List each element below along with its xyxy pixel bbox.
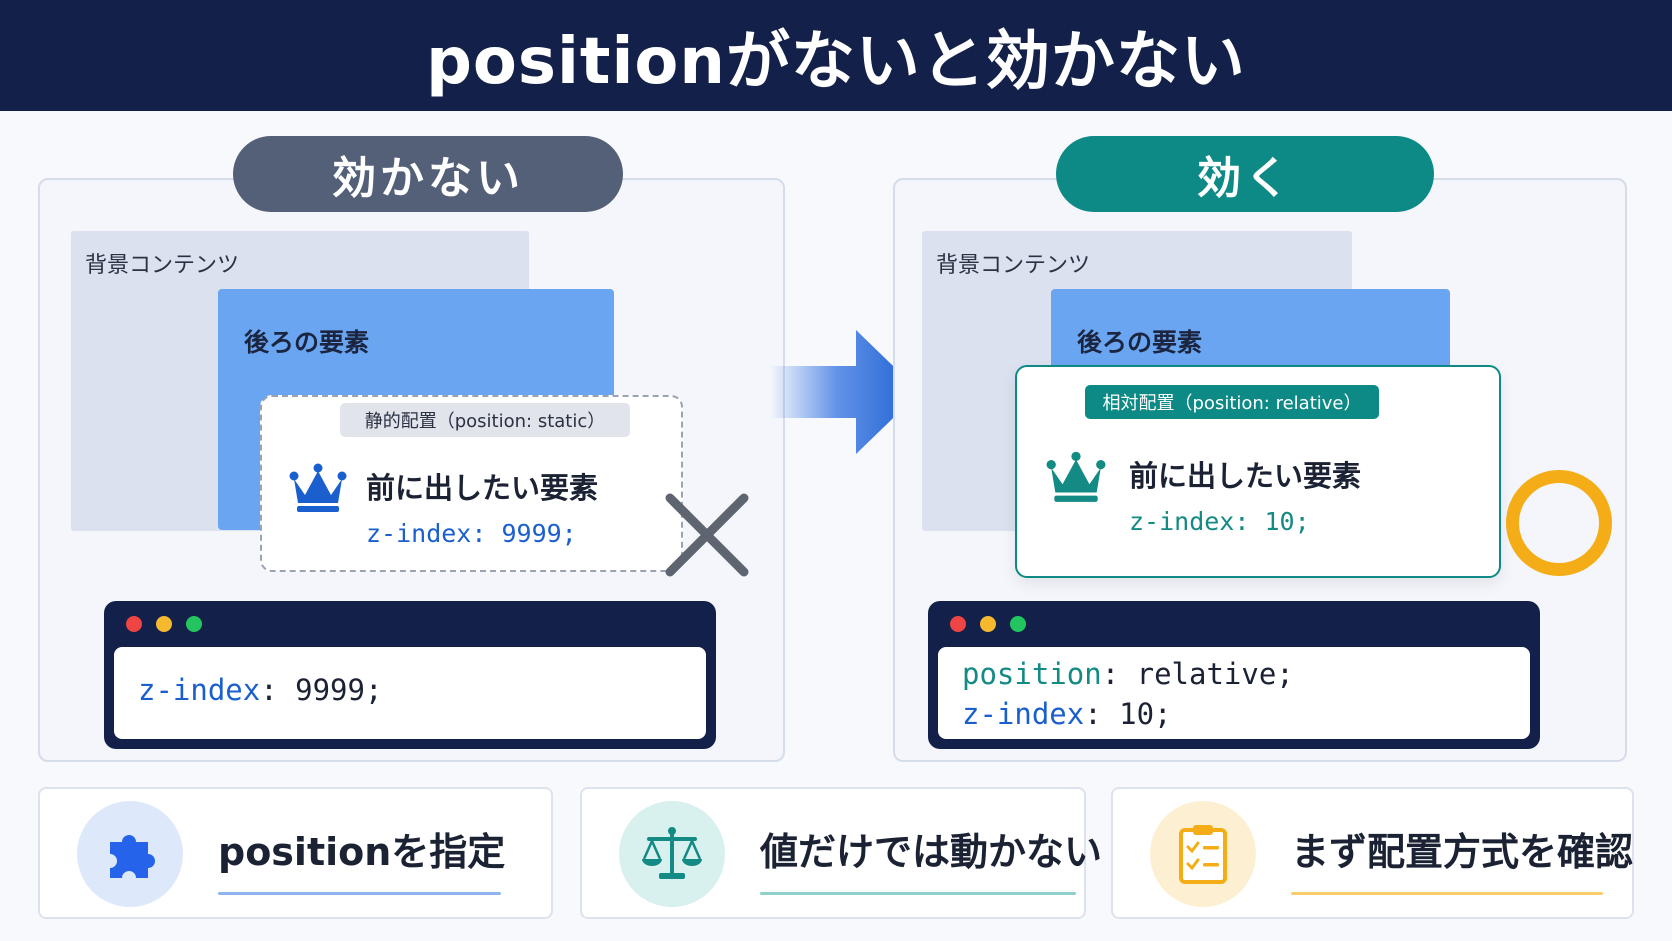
code-property: position — [962, 657, 1102, 691]
tip-card-value-alone: 値だけでは動かない — [580, 787, 1102, 919]
static-position-tag: 静的配置（position: static） — [340, 403, 630, 437]
tip-card-check-positioning: まず配置方式を確認 — [1111, 787, 1634, 919]
tip-card-underline — [218, 892, 501, 895]
relative-position-tag: 相対配置（position: relative） — [1085, 385, 1379, 419]
page-title: positionがないと効かない — [426, 24, 1246, 99]
tip-card-text: 値だけでは動かない — [760, 830, 1103, 874]
tip-card-text: positionを指定 — [218, 830, 506, 874]
x-mark-icon — [665, 493, 749, 577]
tip-card-underline — [1291, 892, 1603, 895]
back-element-label: 後ろの要素 — [244, 328, 370, 357]
front-element-title: 前に出したい要素 — [1129, 459, 1362, 493]
background-content-label: 背景コンテンツ — [85, 253, 240, 278]
circle-mark-icon — [1506, 470, 1612, 576]
window-maximize-dot — [1010, 616, 1026, 632]
code-property: z-index — [962, 697, 1085, 731]
arrow-right-icon — [770, 330, 920, 454]
pill-working: 効く — [1056, 136, 1434, 212]
code-property: z-index — [138, 673, 261, 707]
front-element-relative: 相対配置（position: relative） 前に出したい要素 z-inde… — [1015, 365, 1501, 578]
checklist-icon — [1150, 801, 1256, 907]
window-minimize-dot — [980, 616, 996, 632]
back-element-label: 後ろの要素 — [1077, 328, 1203, 357]
code-window-left: z-index: 9999; — [104, 601, 716, 749]
code-line: z-index: 9999; — [138, 673, 382, 707]
code-line: z-index: 10; — [962, 697, 1172, 731]
code-line: position: relative; — [962, 657, 1294, 691]
scale-icon — [619, 801, 725, 907]
code-window-right: position: relative; z-index: 10; — [928, 601, 1540, 749]
crown-icon — [289, 463, 347, 512]
tip-card-specify-position: positionを指定 — [38, 787, 553, 919]
code-editor-left: z-index: 9999; — [114, 647, 706, 739]
puzzle-icon — [77, 801, 183, 907]
pill-not-working: 効かない — [233, 136, 623, 212]
window-close-dot — [126, 616, 142, 632]
code-value: : 10; — [1084, 697, 1172, 731]
crown-icon — [1046, 451, 1106, 502]
code-value: : relative; — [1101, 657, 1294, 691]
code-value: : 9999; — [260, 673, 383, 707]
front-element-static: 静的配置（position: static） 前に出したい要素 z-index:… — [260, 395, 683, 572]
front-element-code: z-index: 10; — [1129, 507, 1310, 536]
code-editor-right: position: relative; z-index: 10; — [938, 647, 1530, 739]
window-close-dot — [950, 616, 966, 632]
background-content-label: 背景コンテンツ — [936, 253, 1091, 278]
window-minimize-dot — [156, 616, 172, 632]
front-element-code: z-index: 9999; — [366, 519, 577, 548]
tip-card-text: まず配置方式を確認 — [1291, 830, 1634, 874]
front-element-title: 前に出したい要素 — [366, 471, 599, 505]
window-maximize-dot — [186, 616, 202, 632]
header-banner: positionがないと効かない — [0, 0, 1672, 111]
tip-card-underline — [760, 892, 1076, 895]
